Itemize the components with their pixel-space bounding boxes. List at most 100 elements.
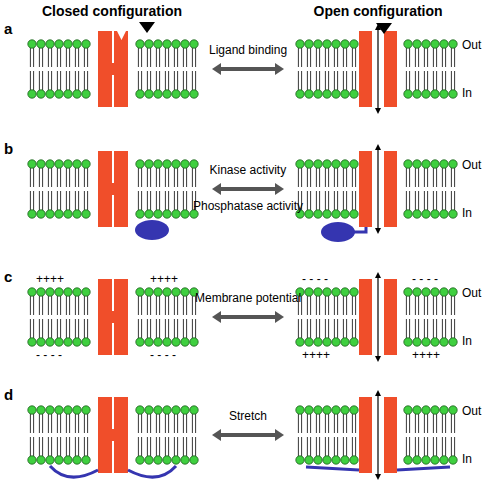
lipid-tail [454, 413, 455, 433]
channel-subunit [98, 279, 112, 355]
lipid-tail [138, 437, 139, 457]
lipid-head [449, 90, 457, 98]
lipid-tail [451, 413, 452, 433]
lipid-tail [138, 295, 139, 315]
channel-subunit [384, 397, 397, 473]
lipid-tail [337, 167, 338, 187]
lipid-tail [192, 413, 193, 433]
lipid-tail [174, 413, 175, 433]
lipid-head [181, 40, 189, 48]
lipid-tail [30, 319, 31, 339]
lipid-tail [84, 191, 85, 211]
lipid-head [305, 288, 313, 296]
lipid-head [82, 338, 90, 346]
lipid-tail [415, 47, 416, 67]
lipid-head [341, 456, 349, 464]
ligand [139, 22, 155, 33]
channel-subunit [114, 279, 128, 355]
lipid-head [145, 210, 153, 218]
lipid-head [46, 210, 54, 218]
arrow-head [212, 311, 221, 323]
lipid-tail [406, 191, 407, 211]
lipid-head [163, 406, 171, 414]
lipid-tail [57, 295, 58, 315]
lipid-tail [334, 437, 335, 457]
lipid-tail [352, 47, 353, 67]
lipid-tail [454, 71, 455, 91]
lipid-tail [301, 167, 302, 187]
lipid-head [431, 456, 439, 464]
stimulus-label: Ligand binding [209, 43, 287, 57]
lipid-head [154, 288, 162, 296]
lipid-tail [427, 295, 428, 315]
lipid-tail [69, 437, 70, 457]
lipid-tail [192, 191, 193, 211]
lipid-head [449, 40, 457, 48]
lipid-tail [352, 295, 353, 315]
lipid-tail [156, 413, 157, 433]
lipid-tail [75, 167, 76, 187]
lipid-head [413, 288, 421, 296]
lipid-tail [186, 191, 187, 211]
lipid-tail [352, 319, 353, 339]
lipid-tail [328, 437, 329, 457]
lipid-tail [352, 413, 353, 433]
lipid-tail [84, 437, 85, 457]
channel-subunit [359, 31, 372, 107]
lipid-tail [156, 437, 157, 457]
lipid-tail [337, 47, 338, 67]
lipid-tail [307, 295, 308, 315]
lipid-tail [418, 191, 419, 211]
lipid-head [37, 90, 45, 98]
lipid-head [181, 406, 189, 414]
lipid-tail [159, 71, 160, 91]
lipid-tail [183, 71, 184, 91]
lipid-tail [66, 437, 67, 457]
channel-subunit [98, 397, 112, 473]
lipid-tail [415, 319, 416, 339]
lipid-tail [174, 167, 175, 187]
lipid-tail [66, 295, 67, 315]
lipid-tail [156, 71, 157, 91]
lipid-head [305, 338, 313, 346]
lipid-tail [168, 191, 169, 211]
lipid-head [82, 456, 90, 464]
lipid-head [82, 288, 90, 296]
lipid-tail [192, 437, 193, 457]
lipid-tail [51, 167, 52, 187]
lipid-tail [307, 71, 308, 91]
lipid-tail [442, 319, 443, 339]
lipid-tail [451, 295, 452, 315]
lipid-head [73, 160, 81, 168]
lipid-tail [168, 167, 169, 187]
lipid-tail [39, 71, 40, 91]
arrow-head [375, 272, 381, 278]
lipid-head [305, 406, 313, 414]
lipid-tail [39, 295, 40, 315]
lipid-tail [337, 437, 338, 457]
lipid-head [323, 288, 331, 296]
lipid-head [296, 160, 304, 168]
lipid-tail [298, 71, 299, 91]
lipid-tail [156, 319, 157, 339]
lipid-tail [183, 167, 184, 187]
lipid-tail [298, 413, 299, 433]
lipid-tail [60, 47, 61, 67]
lipid-head [314, 406, 322, 414]
lipid-tail [168, 295, 169, 315]
lipid-head [323, 456, 331, 464]
lipid-head [323, 40, 331, 48]
arrow-head [212, 183, 221, 195]
lipid-head [172, 40, 180, 48]
lipid-tail [42, 437, 43, 457]
lipid-tail [352, 167, 353, 187]
lipid-head [82, 160, 90, 168]
lipid-head [332, 456, 340, 464]
charge-label: ++++ [412, 348, 440, 362]
channel-subunit [384, 31, 397, 107]
lipid-tail [415, 71, 416, 91]
lipid-tail [319, 437, 320, 457]
channel-gate [110, 311, 116, 323]
lipid-tail [174, 47, 175, 67]
lipid-head [181, 160, 189, 168]
